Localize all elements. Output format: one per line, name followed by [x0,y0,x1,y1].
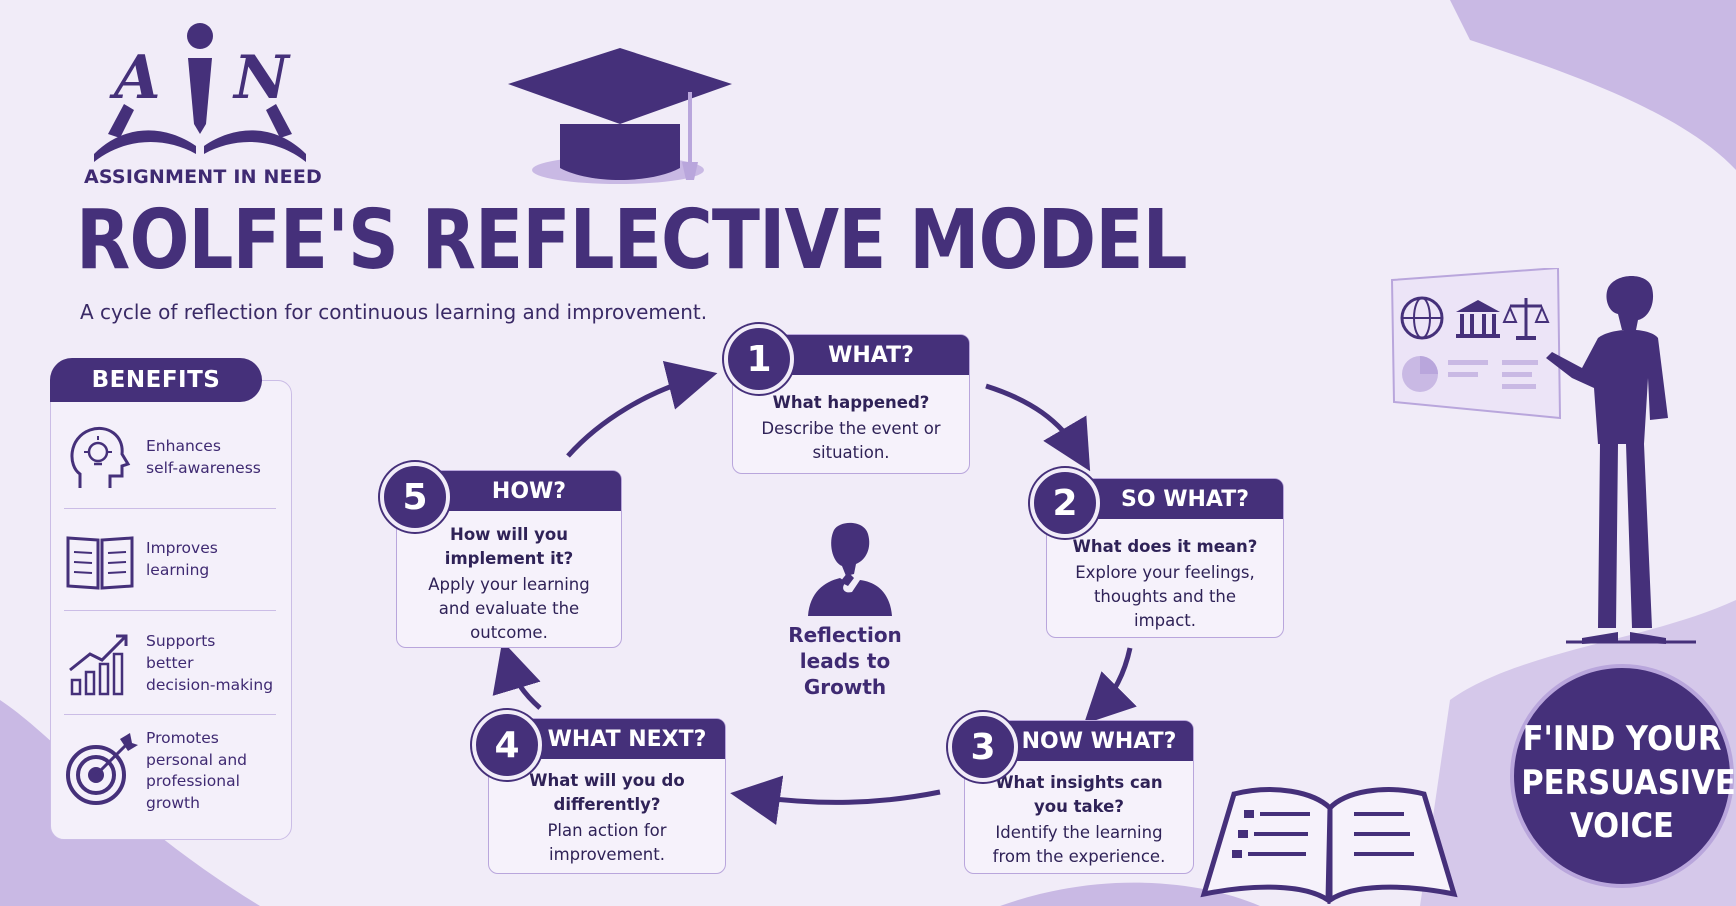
step-number-badge: 4 [472,710,542,780]
svg-text:N: N [232,43,291,113]
page-title: ROLFE'S REFLECTIVE MODEL [76,193,1188,288]
step-number-badge: 1 [724,324,794,394]
globe-icon [1400,296,1444,340]
benefit-label: Enhances self-awareness [146,437,261,477]
benefit-item: Enhances self-awareness [60,418,288,498]
step-number-badge: 2 [1030,468,1100,538]
graduation-cap-icon [508,48,732,184]
brand-logo: A N [94,23,306,162]
center-message: Reflection leads to Growth [788,623,902,699]
lightbulb-head-icon [70,427,131,488]
divider [64,610,276,611]
step-number-badge: 5 [380,462,450,532]
step-description: Apply your learning and evaluate the out… [428,575,590,642]
page-subtitle: A cycle of reflection for continuous lea… [80,300,708,324]
bank-icon [1456,300,1500,338]
slogan-text: F'IND YOUR PERSUASIVE VOICE [1521,719,1736,847]
brand-name: ASSIGNMENT IN NEED [84,166,322,188]
benefit-label: Supports better decision-making [146,632,274,694]
divider [64,714,276,715]
step-description: Describe the event or situation. [761,419,941,462]
presenter-person-icon [1546,276,1696,644]
step-card-now-what: NOW WHAT? What insights can you take? Id… [964,720,1194,874]
step-question: How will you implement it? [444,525,574,568]
benefits-heading: BENEFITS [50,358,262,402]
benefit-label: Promotes personal and professional growt… [146,729,248,813]
svg-text:A: A [109,43,161,113]
growth-chart-icon [69,634,128,696]
thinking-person-icon [808,522,892,616]
benefit-item: Improves learning [60,520,288,600]
benefit-item: Promotes personal and professional growt… [60,728,288,815]
open-book-icon [1200,787,1458,904]
step-number-badge: 3 [948,712,1018,782]
pie-chart-icon [1402,356,1438,392]
step-description: Explore your feelings, thoughts and the … [1075,563,1255,630]
presenter-illustration [1390,268,1696,644]
step-description: Identify the learning from the experienc… [992,823,1166,866]
open-book-icon [66,536,134,590]
divider [64,508,276,509]
slogan-badge [1510,664,1734,888]
benefit-item: Supports better decision-making [60,624,288,704]
step-question: What does it mean? [1072,537,1258,556]
step-question: What happened? [772,393,930,412]
benefit-label: Improves learning [146,539,218,579]
target-icon [66,733,138,806]
scales-icon [1502,298,1550,340]
step-description: Plan action for improvement. [547,821,667,864]
step-question: What insights can you take? [995,773,1163,816]
step-question: What will you do differently? [529,771,685,814]
